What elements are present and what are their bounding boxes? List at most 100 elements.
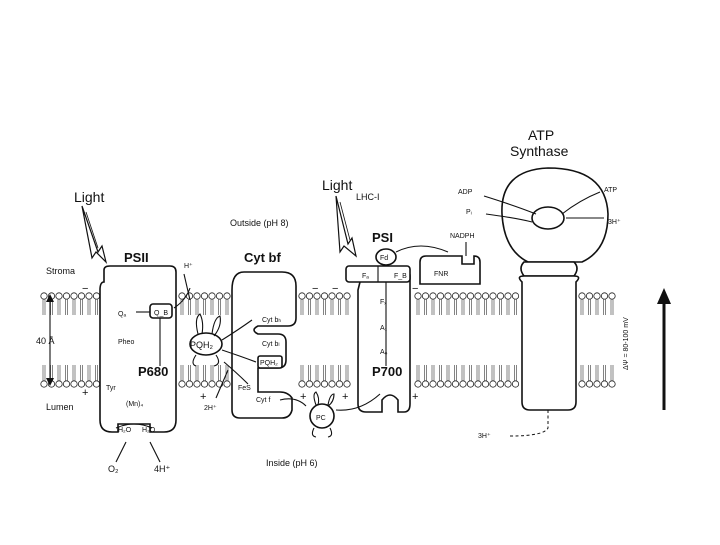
lipid-head: [444, 292, 452, 300]
lipid-head: [600, 292, 609, 300]
lipid-tail: [454, 299, 457, 315]
plus-sign-5: +: [412, 391, 418, 403]
lipid-tail: [610, 365, 614, 381]
lipid-head: [496, 380, 505, 388]
lipid-head: [200, 292, 209, 300]
lipid-tail: [300, 299, 304, 315]
h2o-label-1: H₂O: [118, 427, 132, 434]
lipid-tail: [195, 299, 199, 315]
light-label-mid: Light: [322, 177, 352, 193]
lipid-tail: [610, 299, 614, 315]
lipid-tail: [65, 365, 68, 381]
lipid-head: [55, 380, 63, 388]
lipid-head: [92, 292, 101, 300]
fx-label: Fₓ: [380, 299, 387, 306]
cytbf-complex: [231, 271, 297, 419]
light-arrow-mid: [335, 195, 357, 258]
lipid-head: [223, 292, 231, 300]
qb-label: Q_B: [154, 310, 168, 317]
fnr-label: FNR: [434, 271, 448, 278]
lipid-head: [451, 292, 460, 300]
lipid-tail: [439, 365, 442, 381]
lipid-tail: [499, 365, 502, 381]
lipid-head: [40, 380, 48, 388]
lipid-head: [77, 292, 86, 300]
lipid-tail: [225, 365, 229, 381]
atp-synthase-base: [518, 275, 580, 411]
lipid-tail: [439, 299, 442, 315]
lipid-head: [429, 380, 437, 388]
lipid-tail: [210, 365, 214, 381]
lipid-head: [421, 292, 430, 300]
lipid-head: [193, 380, 201, 388]
lipid-tail: [315, 299, 319, 315]
pqh2-label: PQH₂: [190, 340, 214, 350]
lipid-tail: [323, 299, 326, 315]
qb-site: [149, 303, 173, 319]
lipid-head: [178, 380, 186, 388]
lipid-tail: [461, 365, 465, 381]
lipid-head: [421, 380, 430, 388]
lipid-tail: [338, 299, 341, 315]
fb-label: F_B: [394, 273, 407, 280]
lipid-head: [481, 380, 490, 388]
lipid-head: [305, 292, 314, 300]
light-arrow-left: [81, 205, 108, 264]
p680-label: P680: [138, 364, 168, 379]
lipid-head: [414, 292, 422, 300]
mn-label: (Mn)₄: [126, 401, 143, 408]
lipid-head: [436, 292, 445, 300]
lipid-bilayer: [40, 292, 616, 388]
lipid-head: [335, 292, 344, 300]
psii-complex: [99, 265, 177, 433]
lipid-tail: [87, 299, 91, 315]
lipid-head: [313, 292, 321, 300]
lipid-head: [474, 380, 482, 388]
h3-top-label: 3H⁺: [608, 218, 621, 226]
lipid-head: [208, 380, 216, 388]
psi-label: PSI: [372, 230, 393, 245]
text-labels: Light Light LHC-I ATP Synthase Outside (…: [36, 127, 630, 474]
lipid-head: [193, 292, 201, 300]
lipid-tail: [416, 299, 420, 315]
lipid-head: [466, 292, 475, 300]
lipid-tail: [308, 365, 311, 381]
lipid-tail: [57, 365, 61, 381]
lipid-tail: [514, 365, 517, 381]
lipid-head: [85, 380, 93, 388]
lipid-head: [305, 380, 314, 388]
minus-sign-1: −: [82, 283, 88, 295]
lipid-head: [85, 292, 93, 300]
lipid-head: [496, 292, 505, 300]
lipid-head: [313, 380, 321, 388]
lipid-head: [62, 292, 71, 300]
a0-label: A₀: [380, 349, 388, 356]
minus-sign-4: −: [412, 283, 418, 295]
h2o-label-2: H₂O: [142, 427, 156, 434]
pqh2-small-label: PQH₂: [260, 360, 278, 367]
cyt-bh-label: Cyt bₕ: [262, 317, 281, 324]
lipid-tail: [469, 299, 472, 315]
lipid-tail: [461, 299, 465, 315]
lipid-tail: [203, 365, 206, 381]
pq-to-cytb-arrow: [221, 319, 253, 341]
outside-label: Outside (pH 8): [230, 218, 289, 228]
tyr-label: Tyr: [106, 385, 116, 392]
cytbf-body: [231, 271, 297, 419]
lipid-tail: [42, 365, 46, 381]
lipid-tail: [95, 365, 98, 381]
lipid-head: [585, 380, 594, 388]
lipid-tail: [431, 299, 435, 315]
o2-label: O₂: [108, 464, 119, 474]
atp-out-arrow: [561, 191, 601, 215]
h-plus-in-arrow: [183, 273, 191, 301]
lipid-tail: [580, 299, 584, 315]
h4-label: 4H⁺: [154, 464, 171, 474]
lipid-tail: [218, 365, 221, 381]
lipid-tail: [80, 365, 83, 381]
lipid-tail: [499, 299, 502, 315]
lipid-head: [343, 292, 351, 300]
nadph-label: NADPH: [450, 233, 475, 240]
atp-synthase-stalk: [520, 261, 578, 277]
